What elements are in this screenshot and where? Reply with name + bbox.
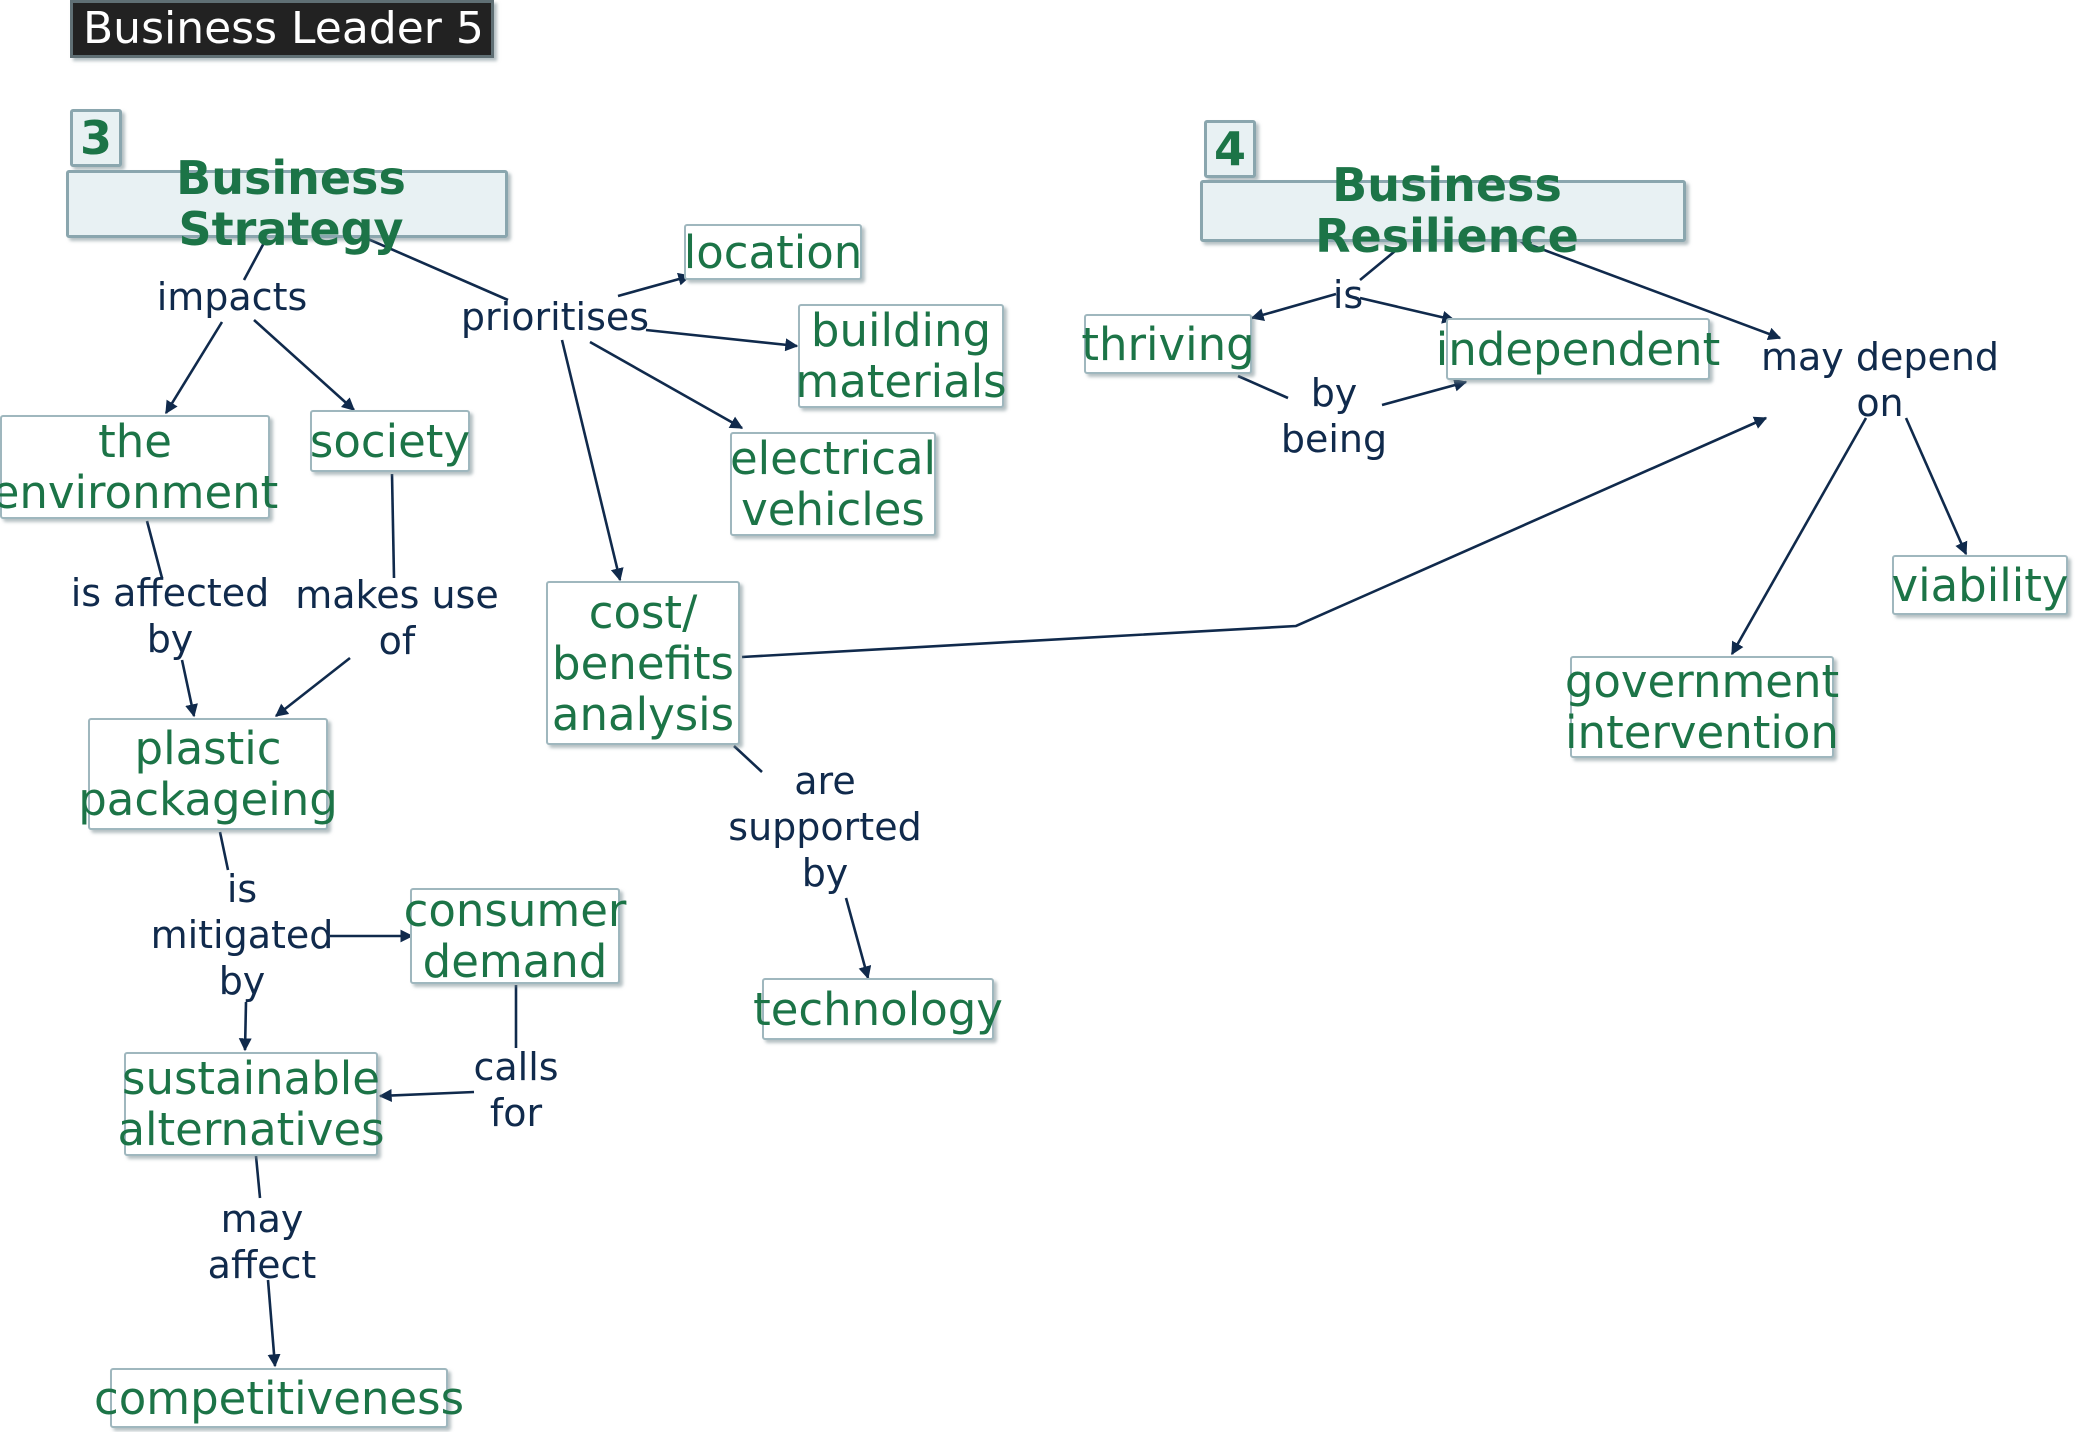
section-number-3: 3 <box>70 109 122 167</box>
concept-technology[interactable]: technology <box>753 978 1003 1040</box>
link-label-prioritises: prioritises <box>460 295 650 339</box>
link-label-may-depend-on: may depend on <box>1760 335 2000 425</box>
concept-building-materials[interactable]: building materials <box>795 304 1007 408</box>
concept-sustainable-alternatives[interactable]: sustainable alternatives <box>117 1052 385 1156</box>
concept-consumer-demand[interactable]: consumer demand <box>403 884 627 988</box>
concept-cost-benefits-analysis[interactable]: cost/ benefits analysis <box>546 581 740 745</box>
concept-government-intervention[interactable]: government intervention <box>1564 655 1840 759</box>
concept-competitiveness[interactable]: competitiveness <box>94 1368 464 1428</box>
concept-plastic-packaging[interactable]: plastic packageing <box>78 718 338 830</box>
section-number-4: 4 <box>1204 120 1256 178</box>
concept-society[interactable]: society <box>310 410 470 472</box>
link-label-impacts: impacts <box>156 275 308 319</box>
map-title: Business Leader 5 <box>70 0 494 58</box>
concept-location[interactable]: location <box>683 224 863 280</box>
concept-independent[interactable]: independent <box>1436 318 1720 380</box>
concept-electrical-vehicles[interactable]: electrical vehicles <box>729 432 937 536</box>
link-label-are-supported-by: are supported by <box>728 759 922 895</box>
link-label-is: is <box>1332 273 1364 317</box>
concept-viability[interactable]: viability <box>1891 555 2069 615</box>
link-label-is-affected-by: is affected by <box>70 571 270 661</box>
link-label-is-mitigated-by: is mitigated by <box>150 867 334 1003</box>
link-label-may-affect: may affect <box>207 1197 317 1287</box>
concept-the-environment[interactable]: the environment <box>0 415 279 519</box>
business-resilience-heading[interactable]: Business Resilience <box>1200 160 1686 262</box>
link-label-calls-for: calls for <box>473 1045 559 1135</box>
business-strategy-heading[interactable]: Business Strategy <box>66 153 508 255</box>
link-label-by-being: by being <box>1280 371 1388 461</box>
concept-thriving[interactable]: thriving <box>1081 314 1255 374</box>
link-label-makes-use-of: makes use of <box>295 573 499 663</box>
